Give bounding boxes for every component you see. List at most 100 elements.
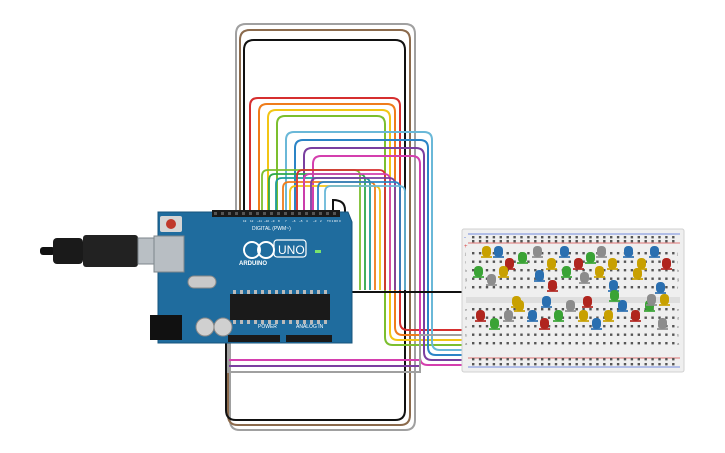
bb-hole[interactable] xyxy=(610,308,613,311)
bb-hole[interactable] xyxy=(554,252,558,255)
bb-hole[interactable] xyxy=(582,358,585,361)
bb-hole[interactable] xyxy=(472,236,475,239)
bb-hole[interactable] xyxy=(513,269,516,272)
digital-header-holes[interactable] xyxy=(214,212,336,215)
bb-hole[interactable] xyxy=(520,358,523,361)
bb-hole[interactable] xyxy=(616,252,620,255)
bb-hole[interactable] xyxy=(561,308,565,311)
header-hole[interactable] xyxy=(263,212,266,215)
bb-hole[interactable] xyxy=(672,316,675,319)
led[interactable] xyxy=(596,246,607,258)
bb-hole[interactable] xyxy=(506,333,509,336)
bb-hole[interactable] xyxy=(513,333,516,336)
bb-hole[interactable] xyxy=(575,358,578,361)
bb-hole[interactable] xyxy=(506,358,509,361)
bb-hole[interactable] xyxy=(589,333,592,336)
bb-hole[interactable] xyxy=(630,363,634,366)
bb-hole[interactable] xyxy=(513,342,516,345)
led[interactable] xyxy=(609,290,620,302)
bb-hole[interactable] xyxy=(582,252,585,255)
led[interactable] xyxy=(511,296,522,308)
header-hole[interactable] xyxy=(270,212,273,215)
header-hole[interactable] xyxy=(221,212,224,215)
bb-hole[interactable] xyxy=(527,277,530,280)
bb-hole[interactable] xyxy=(492,240,496,243)
bb-hole[interactable] xyxy=(582,260,585,263)
bb-hole[interactable] xyxy=(541,286,544,289)
led[interactable] xyxy=(475,310,486,322)
wire-outer-0[interactable] xyxy=(229,23,416,431)
bb-hole[interactable] xyxy=(561,240,565,243)
bb-hole[interactable] xyxy=(610,277,613,280)
bb-hole[interactable] xyxy=(610,333,613,336)
bb-hole[interactable] xyxy=(541,240,544,243)
bb-hole[interactable] xyxy=(534,308,537,311)
led[interactable] xyxy=(578,310,589,322)
bb-hole[interactable] xyxy=(561,333,565,336)
wire-loop-6[interactable] xyxy=(303,147,470,361)
bb-hole[interactable] xyxy=(492,316,496,319)
bb-hole[interactable] xyxy=(478,325,482,328)
bb-hole[interactable] xyxy=(568,333,571,336)
bb-hole[interactable] xyxy=(492,269,496,272)
led[interactable] xyxy=(623,246,634,258)
header-hole[interactable] xyxy=(228,212,231,215)
reset-button-cap[interactable] xyxy=(166,219,176,229)
led[interactable] xyxy=(503,310,514,322)
bb-hole[interactable] xyxy=(485,316,489,319)
bb-hole[interactable] xyxy=(492,358,496,361)
bb-hole[interactable] xyxy=(561,363,565,366)
header-hole[interactable] xyxy=(249,212,252,215)
bb-hole[interactable] xyxy=(596,363,599,366)
bb-hole[interactable] xyxy=(527,333,530,336)
bb-hole[interactable] xyxy=(603,333,606,336)
wire-outer-1[interactable] xyxy=(227,29,411,426)
bb-hole[interactable] xyxy=(499,240,502,243)
bb-hole[interactable] xyxy=(589,277,592,280)
bb-hole[interactable] xyxy=(472,260,475,263)
bb-hole[interactable] xyxy=(554,342,558,345)
bb-hole[interactable] xyxy=(541,252,544,255)
bb-hole[interactable] xyxy=(520,286,523,289)
bb-hole[interactable] xyxy=(644,277,647,280)
header-hole[interactable] xyxy=(305,212,308,215)
bb-hole[interactable] xyxy=(527,308,530,311)
bb-hole[interactable] xyxy=(672,240,675,243)
bb-hole[interactable] xyxy=(616,316,620,319)
bb-hole[interactable] xyxy=(506,252,509,255)
usb-cable[interactable] xyxy=(40,235,161,267)
bb-hole[interactable] xyxy=(651,358,654,361)
bb-hole[interactable] xyxy=(651,240,654,243)
bb-hole[interactable] xyxy=(596,316,599,319)
bb-hole[interactable] xyxy=(575,269,578,272)
bb-hole[interactable] xyxy=(547,333,551,336)
led[interactable] xyxy=(565,300,576,312)
bb-hole[interactable] xyxy=(554,277,558,280)
bb-hole[interactable] xyxy=(547,269,551,272)
bb-hole[interactable] xyxy=(541,363,544,366)
bb-hole[interactable] xyxy=(568,252,571,255)
bb-hole[interactable] xyxy=(485,325,489,328)
bb-hole[interactable] xyxy=(658,308,661,311)
wire-loop-3[interactable] xyxy=(276,115,470,346)
bb-hole[interactable] xyxy=(472,240,475,243)
bb-hole[interactable] xyxy=(506,236,509,239)
bb-hole[interactable] xyxy=(665,277,668,280)
header-hole[interactable] xyxy=(277,212,280,215)
bb-hole[interactable] xyxy=(596,236,599,239)
header-hole[interactable] xyxy=(333,212,336,215)
led[interactable] xyxy=(579,272,590,284)
led[interactable] xyxy=(541,296,552,308)
bb-hole[interactable] xyxy=(485,342,489,345)
bb-hole[interactable] xyxy=(527,286,530,289)
bb-hole[interactable] xyxy=(637,363,640,366)
bb-hole[interactable] xyxy=(623,269,627,272)
bb-hole[interactable] xyxy=(630,240,634,243)
bb-hole[interactable] xyxy=(616,277,620,280)
bb-hole[interactable] xyxy=(603,286,606,289)
bb-hole[interactable] xyxy=(485,286,489,289)
led[interactable] xyxy=(553,310,564,322)
bb-hole[interactable] xyxy=(651,363,654,366)
bb-hole[interactable] xyxy=(561,358,565,361)
